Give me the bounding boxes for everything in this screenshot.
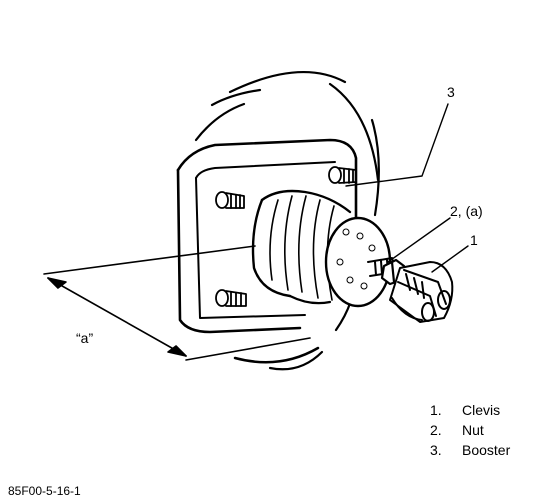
callout-3: 3	[447, 84, 455, 100]
arrow-head-top	[47, 277, 67, 289]
callout-2a: 2, (a)	[450, 203, 483, 219]
legend-number: 1.	[430, 402, 442, 418]
legend-number: 2.	[430, 422, 442, 438]
callout-1: 1	[470, 232, 478, 248]
stud-bolt-bottom-left	[215, 289, 247, 307]
legend-item-2: 2. Nut	[430, 420, 510, 440]
dimension-a	[43, 245, 311, 361]
figure-id: 85F00-5-16-1	[8, 484, 81, 498]
leader-2a	[387, 217, 451, 263]
leader-lines	[345, 103, 469, 273]
leader-1	[431, 245, 469, 273]
booster-body	[251, 189, 392, 308]
leader-3	[345, 103, 449, 187]
legend-text: Nut	[462, 422, 484, 438]
mounting-plate	[176, 138, 358, 334]
clevis	[389, 261, 454, 323]
parts-legend: 1. Clevis 2. Nut 3. Booster	[430, 400, 510, 460]
legend-item-1: 1. Clevis	[430, 400, 510, 420]
legend-number: 3.	[430, 442, 442, 458]
booster-shell	[194, 70, 380, 371]
stud-bolt-left	[215, 191, 245, 209]
dimension-a-label: “a”	[76, 330, 94, 346]
stud-bolt-top-right	[328, 166, 357, 184]
legend-item-3: 3. Booster	[430, 440, 510, 460]
arrow-head-bottom	[167, 345, 187, 357]
legend-text: Booster	[462, 442, 511, 458]
legend-text: Clevis	[462, 402, 501, 418]
